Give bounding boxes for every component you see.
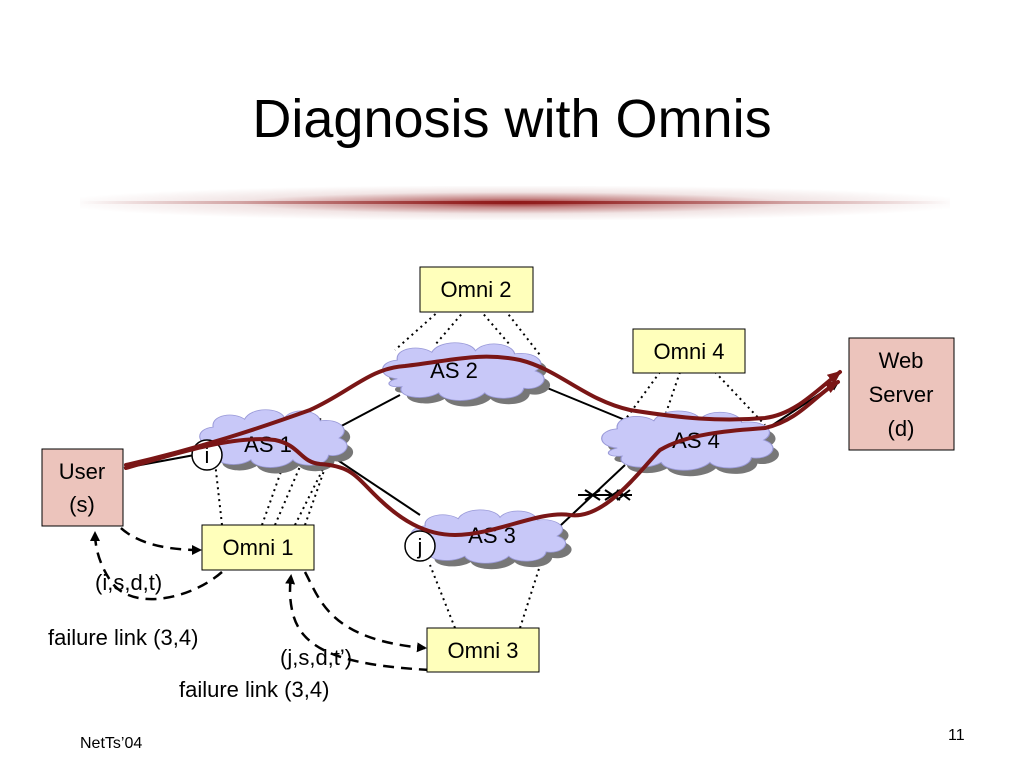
failure-marker bbox=[578, 489, 632, 501]
omni1-box: Omni 1 bbox=[201, 524, 315, 571]
monitor-link bbox=[274, 414, 323, 526]
msg2-tuple: (j,s,d,t’) bbox=[280, 645, 353, 670]
probe-paths bbox=[124, 354, 842, 538]
monitor-link bbox=[519, 549, 546, 629]
node-j-label: j bbox=[417, 534, 423, 559]
node-i-label: i bbox=[205, 443, 210, 468]
arrow-omni1-to-user bbox=[90, 531, 223, 601]
user-sublabel: (s) bbox=[69, 492, 95, 517]
monitor-link bbox=[261, 417, 301, 526]
probe-path-lower bbox=[124, 380, 840, 538]
msg1-failure: failure link (3,4) bbox=[48, 625, 199, 650]
server-label-line2: Server bbox=[869, 382, 934, 407]
omni4-box: Omni 4 bbox=[632, 328, 746, 374]
monitor-link bbox=[479, 309, 511, 346]
monitor-link bbox=[434, 309, 466, 346]
msg2-failure: failure link (3,4) bbox=[179, 677, 330, 702]
user-box: User (s) bbox=[41, 448, 124, 527]
monitor-link bbox=[429, 564, 456, 629]
footer-conference: NetTs’04 bbox=[80, 735, 143, 752]
omni4-label: Omni 4 bbox=[654, 339, 725, 364]
monitor-link bbox=[394, 309, 441, 351]
link-as1-as3 bbox=[329, 454, 421, 516]
monitor-link bbox=[214, 461, 223, 526]
server-box: Web Server (d) bbox=[848, 337, 955, 451]
title-divider bbox=[80, 186, 950, 220]
omni3-box: Omni 3 bbox=[426, 627, 540, 673]
link-as2-as4 bbox=[539, 384, 626, 421]
omni1-label: Omni 1 bbox=[223, 535, 294, 560]
arrow-omni1-to-omni3 bbox=[303, 571, 427, 653]
slide-title: Diagnosis with Omnis bbox=[252, 89, 772, 149]
server-label-line3: (d) bbox=[888, 416, 915, 441]
user-label: User bbox=[59, 459, 105, 484]
server-label-line1: Web bbox=[879, 348, 924, 373]
node-j: j bbox=[404, 530, 436, 562]
probe-path-upper bbox=[124, 354, 842, 467]
msg1-tuple: (i,s,d,t) bbox=[95, 570, 163, 595]
monitor-link bbox=[714, 371, 766, 426]
omni2-label: Omni 2 bbox=[441, 277, 512, 302]
page-number: 11 bbox=[948, 727, 965, 744]
arrow-omni3-to-omni1 bbox=[285, 574, 431, 672]
omni2-box: Omni 2 bbox=[419, 266, 534, 313]
omni3-label: Omni 3 bbox=[448, 638, 519, 663]
